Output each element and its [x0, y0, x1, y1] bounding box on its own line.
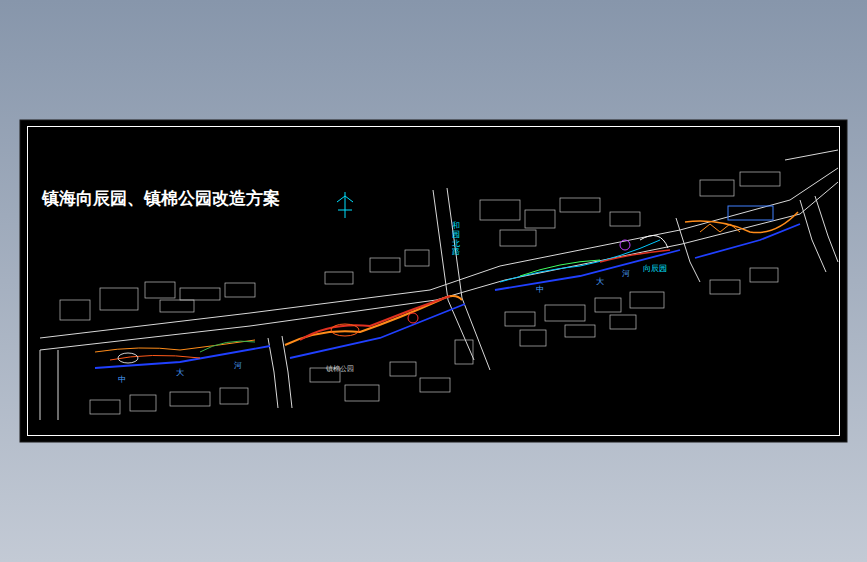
river-name: 河 [234, 362, 242, 370]
river-name: 大 [176, 369, 184, 377]
river-name: 中 [118, 376, 126, 384]
river-name: 大 [596, 278, 604, 286]
park-name: 镇棉公园 [326, 366, 354, 373]
park-name: 向辰园 [643, 265, 667, 273]
sheet-border [28, 127, 840, 436]
roads [40, 150, 838, 420]
park-features [95, 206, 798, 363]
buildings [60, 172, 780, 414]
river-edge [95, 224, 800, 368]
plan-title: 镇海向辰园、镇棉公园改造方案 [42, 190, 280, 207]
road-name: 和园北路 [452, 222, 460, 257]
river-name: 河 [622, 270, 630, 278]
north-arrow [337, 192, 353, 218]
drawing-sheet [20, 120, 847, 442]
river-name: 中 [536, 286, 544, 294]
